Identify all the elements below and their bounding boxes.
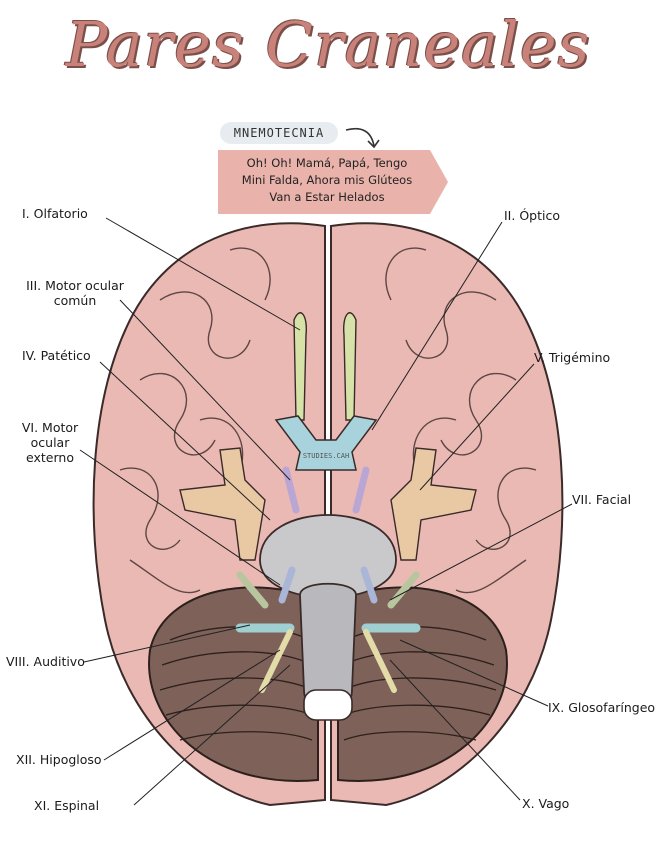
label-motor-ocular-externo: VI. Motor ocular externo xyxy=(10,420,90,465)
oculomotor-nerve xyxy=(282,466,370,514)
trigeminal-left xyxy=(179,447,266,561)
label-olfatorio: I. Olfatorio xyxy=(22,206,88,221)
label-motor-ocular-comun: III. Motor ocular común xyxy=(20,278,130,308)
mnemonic-line-1: Oh! Oh! Mamá, Papá, Tengo xyxy=(246,156,408,170)
trigeminal-right xyxy=(390,447,477,561)
mnemonic-tag: MNEMOTECNIA xyxy=(220,122,338,144)
label-vago: X. Vago xyxy=(522,796,570,811)
page-title: Pares Craneales xyxy=(65,8,591,81)
label-motor-ocular-comun-line1: III. Motor ocular xyxy=(26,278,124,293)
label-trigemino: V. Trigémino xyxy=(534,350,611,365)
mnemonic-banner xyxy=(218,150,448,214)
olfactory-bulb-right xyxy=(342,312,357,421)
label-motor-ocular-externo-line2: ocular xyxy=(30,435,70,450)
mnemonic-text: Oh! Oh! Mamá, Papá, Tengo Mini Falda, Ah… xyxy=(222,155,432,206)
facial-nerves xyxy=(236,571,420,609)
label-auditivo: VIII. Auditivo xyxy=(6,654,85,669)
label-facial: VII. Facial xyxy=(572,492,632,507)
label-hipogloso: XII. Hipogloso xyxy=(16,752,102,767)
label-motor-ocular-externo-line3: externo xyxy=(26,450,74,465)
abducens-nerves xyxy=(278,566,378,604)
label-glosofaringeo: IX. Glosofaríngeo xyxy=(548,700,656,715)
optic-chiasm xyxy=(274,415,378,471)
label-patetico: IV. Patético xyxy=(22,348,91,363)
spinal-cord-section xyxy=(303,689,353,721)
mnemonic-line-2: Mini Falda, Ahora mis Glúteos xyxy=(241,173,413,187)
leader-lines xyxy=(79,217,573,806)
pons xyxy=(259,514,397,599)
label-optico: II. Óptico xyxy=(504,208,560,223)
olfactory-bulb-left xyxy=(293,312,308,421)
label-motor-ocular-externo-line1: VI. Motor xyxy=(21,420,79,435)
curved-arrow-icon xyxy=(345,127,380,149)
watermark: STUDIES.CAH xyxy=(303,452,349,460)
cerebellum xyxy=(148,586,508,782)
label-motor-ocular-comun-line2: común xyxy=(53,293,97,308)
glossopharyngeal-vagus xyxy=(259,629,397,693)
label-espinal: XI. Espinal xyxy=(34,798,100,813)
mnemonic-line-3: Van a Estar Helados xyxy=(269,190,385,204)
